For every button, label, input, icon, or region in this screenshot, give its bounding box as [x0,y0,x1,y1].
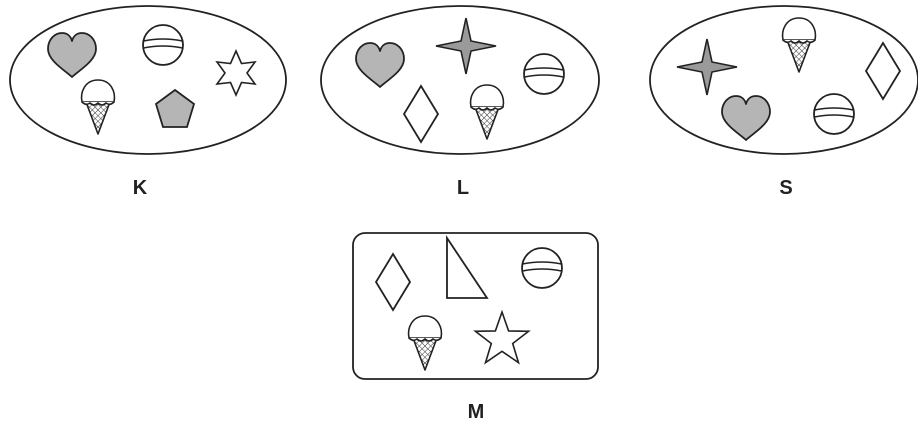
group-l: L [320,5,600,199]
group-k: K [9,5,287,199]
set-label-k: K [133,177,148,199]
striped-ball-icon [523,53,565,95]
group-m: M [352,232,599,423]
group-s: S [649,5,918,199]
set-label-l: L [457,177,469,199]
set-label-s: S [779,177,792,199]
striped-ball-icon [142,24,184,66]
striped-ball-icon [813,93,855,135]
set-label-m: M [468,401,485,423]
striped-ball-icon [521,247,563,289]
